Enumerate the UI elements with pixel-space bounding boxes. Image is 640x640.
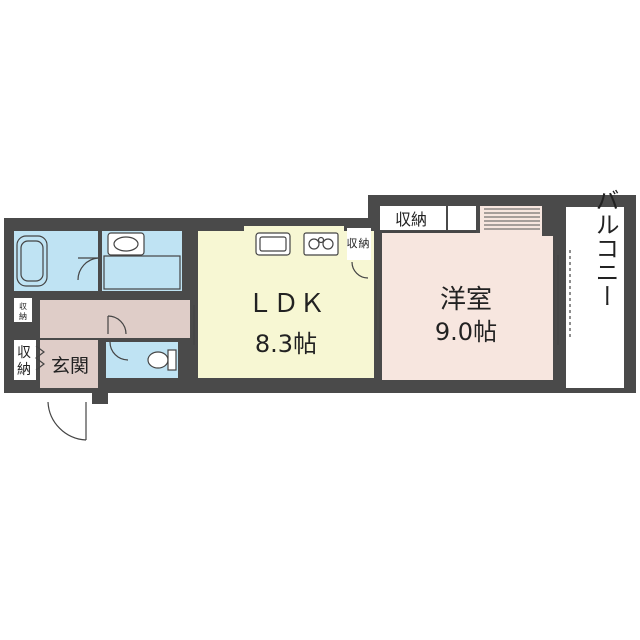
closet-stripes	[484, 208, 540, 230]
top-storage-floor	[380, 206, 446, 230]
laundry-pan	[103, 255, 181, 290]
bathtub	[16, 235, 48, 287]
hall-storage-label-2: 納	[19, 311, 27, 321]
labels: ＬＤＫ 8.3帖 洋室 9.0帖 玄関 バルコニー 収納 収 納 収 納 収 納	[17, 188, 619, 378]
ldk-size: 8.3帖	[255, 330, 317, 358]
washbasin	[107, 232, 145, 256]
fixtures	[16, 231, 571, 441]
ldk-storage-label-1: 収	[347, 237, 358, 250]
ldk-storage-label-2: 納	[359, 237, 370, 250]
western-size: 9.0帖	[435, 318, 497, 346]
top-storage-floor-2	[448, 206, 476, 230]
entrance-storage-floor	[14, 340, 36, 380]
top-storage-label: 収納	[395, 210, 427, 229]
ldk-name: ＬＤＫ	[247, 289, 325, 319]
balcony-name: バルコニー	[591, 188, 619, 308]
hall-storage-label-1: 収	[19, 301, 27, 311]
entrance-storage-label-2: 納	[17, 362, 31, 378]
western-name: 洋室	[440, 285, 492, 315]
hall-floor	[40, 300, 190, 338]
entrance-name: 玄関	[51, 355, 89, 377]
kitchen-sink	[255, 232, 291, 256]
western-floor	[382, 206, 553, 380]
toilet-bowl	[147, 351, 169, 369]
balcony-floor	[566, 207, 624, 388]
entrance-floor	[40, 340, 98, 388]
stove	[303, 232, 339, 256]
ldk-storage-floor	[347, 228, 371, 260]
entrance-storage-label-1: 収	[17, 345, 31, 361]
hall-small-storage-floor	[14, 298, 32, 322]
